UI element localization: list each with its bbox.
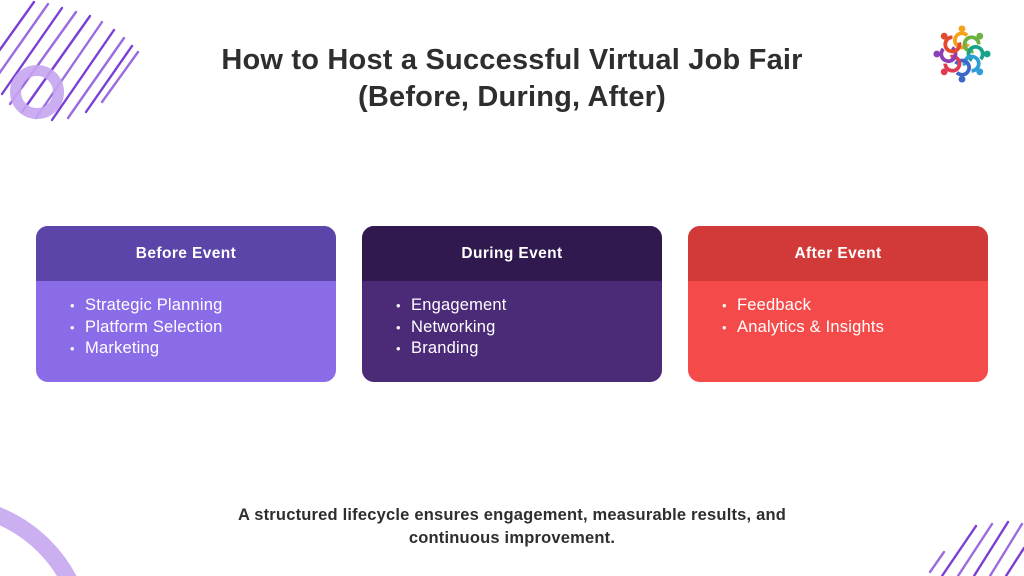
list-item: • Marketing xyxy=(70,338,320,360)
bullet-icon: • xyxy=(70,298,75,313)
list-item-label: Branding xyxy=(411,339,479,357)
card-during-event-list: • Engagement • Networking • Branding xyxy=(396,295,646,360)
card-after-event: After Event • Feedback • Analytics & Insig… xyxy=(688,226,988,382)
card-after-event-header: After Event xyxy=(688,226,988,281)
bullet-icon: • xyxy=(722,298,727,313)
title-line-2: (Before, During, After) xyxy=(357,81,667,113)
card-before-event-list: •Strategic Planning •Platform Selection … xyxy=(70,295,320,360)
list-item-label: Platform Selection xyxy=(85,317,223,336)
bullet-icon: • xyxy=(396,341,401,356)
community-logo xyxy=(933,25,991,83)
card-before-event-body: •Strategic Planning •Platform Selection … xyxy=(36,281,336,360)
list-item: • Engagement xyxy=(396,295,646,317)
card-before-event: Before Event • Strategic Planning • Platfo… xyxy=(36,226,336,382)
card-during-event: During Event • Engagement • Networking • Br… xyxy=(362,226,662,382)
bullet-icon: • xyxy=(70,341,75,356)
cards-row: Before Event • Strategic Planning • Platfo… xyxy=(36,226,988,382)
list-item-label: Engagement xyxy=(411,296,507,314)
card-before-event-header: Before Event xyxy=(36,226,336,281)
list-item: • Feedback xyxy=(722,295,972,317)
list-item-label: Analytics & Insights xyxy=(737,317,885,336)
title-line-1: How to Host a Successful Virtual Job Fai… xyxy=(221,44,803,76)
card-during-event-body: • Engagement • Networking • Branding xyxy=(362,281,662,360)
card-during-event-header: During Event xyxy=(362,226,662,281)
list-item: • Branding xyxy=(396,338,646,360)
bullet-icon: • xyxy=(396,298,401,313)
list-item: • Platform Selection xyxy=(70,317,320,339)
list-item-label: Networking xyxy=(411,317,496,336)
bullet-icon: • xyxy=(70,319,75,335)
list-item-label: Strategic Planning xyxy=(85,296,223,314)
list-item-label: Feedback xyxy=(737,296,812,314)
card-after-event-list: • Feedback • Analytics & Insights xyxy=(722,295,972,338)
list-item: • Analytics & Insights xyxy=(722,317,972,339)
footer-line-1: A structured lifecycle ensures engagemen… xyxy=(237,506,787,524)
list-item-label: Marketing xyxy=(85,339,160,357)
card-after-event-body: • Feedback • Analytics & Insights xyxy=(688,281,988,338)
list-item: • Strategic Planning xyxy=(70,295,320,317)
footer-takeaway: A structured lifecycle ensures engagemen… xyxy=(0,504,1024,550)
list-item: • Networking xyxy=(396,317,646,339)
bullet-icon: • xyxy=(722,319,727,335)
page-title: How to Host a Successful Virtual Job Fai… xyxy=(0,42,1024,116)
bullet-icon: • xyxy=(396,319,401,335)
footer-line-2: continuous improvement. xyxy=(408,529,616,547)
